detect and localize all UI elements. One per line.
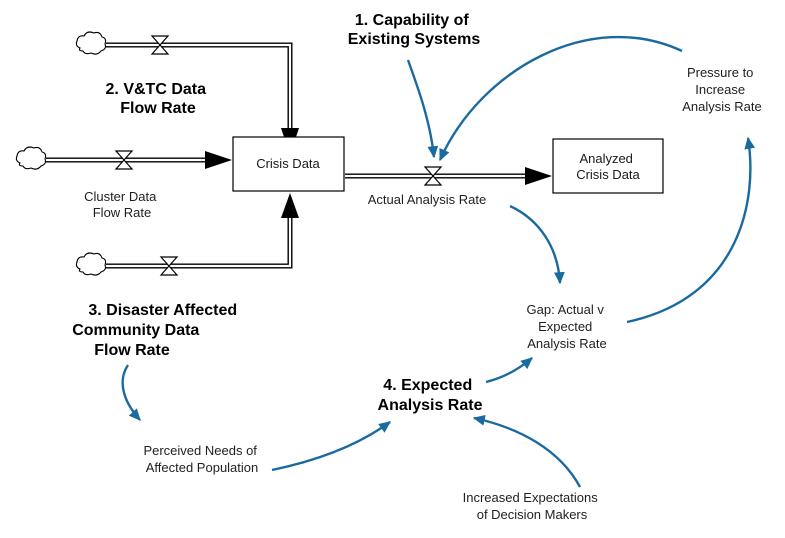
analysis-flow-arrowhead <box>525 167 552 185</box>
gap-label: Gap: Actual v Expected Analysis Rate <box>527 302 608 351</box>
perceived-needs-label: Perceived Needs of Affected Population <box>143 443 260 475</box>
analyzed-crisis-data-label: Analyzed Crisis Data <box>576 151 640 182</box>
pressure-label: Pressure to Increase Analysis Rate <box>682 65 761 114</box>
pressure-to-analysis-link <box>438 35 683 162</box>
valve-icon <box>423 166 443 186</box>
cloud-source-icon <box>15 146 47 170</box>
crisis-data-stock: Crisis Data <box>232 136 345 192</box>
perceived-to-expected-link <box>271 421 391 472</box>
expected-analysis-rate-label: 4. Expected Analysis Rate <box>378 377 483 414</box>
expected-to-gap-link <box>485 357 533 384</box>
disaster-to-perceived-link <box>121 364 141 421</box>
crisis-data-label: Crisis Data <box>256 156 320 171</box>
disaster-flow-arrowhead <box>281 193 299 218</box>
vtc-flow-pipe <box>106 42 293 128</box>
capability-label: 1. Capability of Existing Systems <box>348 12 481 48</box>
disaster-flow-label: 3. Disaster Affected Community Data Flow… <box>72 302 241 359</box>
analysis-to-gap-link <box>509 204 565 285</box>
increased-expectations-label: Increased Expectations of Decision Maker… <box>463 490 602 522</box>
valve-icon <box>150 35 170 55</box>
increased-to-expected-link <box>472 415 582 488</box>
vtc-flow-label: 2. V&TC Data Flow Rate <box>106 81 211 117</box>
capability-to-analysis-link <box>406 59 439 159</box>
disaster-flow-pipe <box>106 218 293 269</box>
valve-icon <box>114 150 134 170</box>
valve-icon <box>159 256 179 276</box>
cluster-flow-label: Cluster Data Flow Rate <box>84 189 160 220</box>
cluster-flow-arrowhead <box>205 151 232 169</box>
analyzed-crisis-data-stock: Analyzed Crisis Data <box>552 138 664 194</box>
actual-analysis-rate-label: Actual Analysis Rate <box>368 192 487 207</box>
cloud-source-icon <box>75 31 107 55</box>
cloud-source-icon <box>75 252 107 276</box>
gap-to-pressure-link <box>626 136 756 324</box>
